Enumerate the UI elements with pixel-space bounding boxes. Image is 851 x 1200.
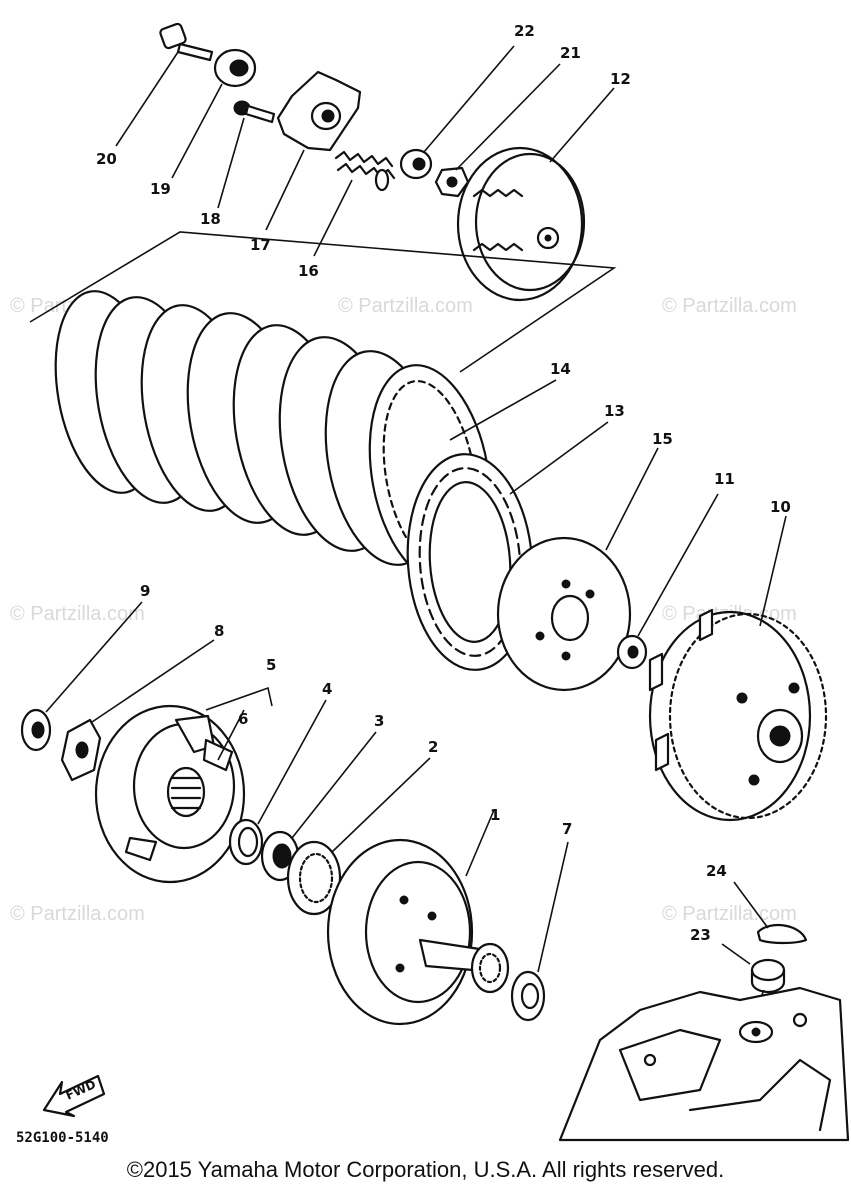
- part-10-clutch-housing: [648, 515, 828, 822]
- callout-21: 21: [560, 44, 581, 62]
- callout-6: 6: [238, 710, 248, 728]
- part-7-washer: [510, 841, 569, 1022]
- part-24-circlip: [733, 881, 808, 945]
- copyright-notice: ©2015 Yamaha Motor Corporation, U.S.A. A…: [126, 1157, 725, 1182]
- crankcase-section: [558, 986, 850, 1142]
- callout-9: 9: [140, 582, 150, 600]
- callout-22: 22: [514, 22, 535, 40]
- callout-17: 17: [250, 236, 271, 254]
- watermark: © Partzilla.com: [338, 295, 473, 317]
- watermark: © Partzilla.com: [662, 903, 797, 925]
- callout-8: 8: [214, 622, 224, 640]
- callout-23: 23: [690, 926, 711, 944]
- callout-10: 10: [770, 498, 791, 516]
- callout-19: 19: [150, 180, 171, 198]
- lead-14: [449, 379, 557, 441]
- part-20-bolt: [115, 22, 214, 147]
- callout-layer: 1 2 3 4 5 6 7 8 9 10 11 12 13 14 15 16 1…: [96, 22, 791, 944]
- callout-3: 3: [374, 712, 384, 730]
- part-19-bearing: [171, 48, 257, 179]
- part-21-lock-washer: [434, 63, 561, 198]
- callout-11: 11: [714, 470, 735, 488]
- callout-4: 4: [322, 680, 332, 698]
- part-code: 52G100-5140: [16, 1130, 109, 1146]
- callout-12: 12: [610, 70, 631, 88]
- callout-14: 14: [550, 360, 571, 378]
- watermark: © Partzilla.com: [10, 903, 145, 925]
- callout-5: 5: [266, 656, 276, 674]
- part-15-pressure-plate: [496, 447, 659, 692]
- watermark: © Partzilla.com: [10, 603, 145, 625]
- callout-18: 18: [200, 210, 221, 228]
- part-16-spring: [313, 150, 396, 257]
- part-1-clutch-carrier: [326, 809, 510, 1026]
- callout-15: 15: [652, 430, 673, 448]
- part-8-lock-washer: [60, 639, 215, 782]
- callout-7: 7: [562, 820, 572, 838]
- callout-20: 20: [96, 150, 117, 168]
- part-4-circlip: [228, 699, 327, 866]
- part-2-one-way-clutch: [286, 757, 431, 916]
- clutch-plate-stack: [54, 290, 492, 584]
- fwd-arrow-icon: FWD: [42, 1074, 106, 1118]
- part-5-6-carrier: [94, 686, 273, 884]
- callout-1: 1: [490, 806, 500, 824]
- callout-2: 2: [428, 738, 438, 756]
- watermark: © Partzilla.com: [662, 295, 797, 317]
- part-9-washer: [20, 601, 143, 752]
- callout-13: 13: [604, 402, 625, 420]
- part-12-clutch-boss: [456, 87, 615, 302]
- plate-set-bracket: [29, 231, 617, 373]
- part-17-plate: [265, 70, 362, 231]
- part-11-washer: [616, 493, 719, 670]
- part-22-nut: [399, 45, 515, 180]
- callout-16: 16: [298, 262, 319, 280]
- callout-24: 24: [706, 862, 727, 880]
- part-18-screw: [217, 100, 276, 209]
